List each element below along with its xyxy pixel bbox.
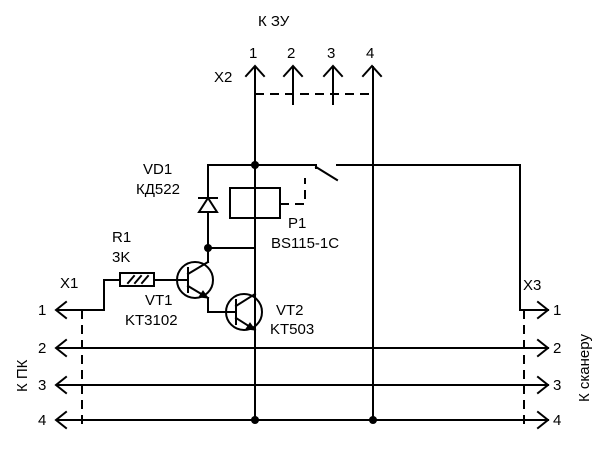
relay-p1: P1 BS115-1C [207,164,521,311]
resistor-hatch-3 [140,274,150,285]
x3-pin-4-label: 4 [553,412,561,429]
vt2-ref-label: VT2 [276,302,304,319]
r1-value-label: 3K [112,249,130,266]
x3-pin-2-contact [536,338,550,358]
resistor-r1: R1 3K [103,229,155,311]
x3-ref-label: X3 [523,277,541,294]
x2-pin-2-label: 2 [287,45,295,62]
vt2-collector [234,292,257,308]
transistor-vt2: VT2 KT503 [224,292,314,338]
x1-pin-1-contact [54,300,68,320]
junction-dot [369,416,377,424]
relay-mechanical-link [280,178,306,205]
diode-vd1: VD1 КД522 [136,161,256,249]
vt1-ref-label: VT1 [145,292,173,309]
diode-symbol [197,196,219,213]
x1-pin-3-label: 3 [38,377,46,394]
resistor-hatch-1 [126,274,136,285]
transistor-vt1: VT1 KT3102 [125,247,226,329]
x2-pin-4-label: 4 [366,45,374,62]
junction-dot [251,161,259,169]
connector-x3: X3 1 2 3 4 К сканеру [523,277,593,430]
x3-pin-3-contact [536,375,550,395]
p1-ref-label: P1 [288,215,306,232]
connector-x1: X1 1 2 3 4 К ПК [14,275,83,430]
relay-contact-arm [314,165,339,182]
vt2-emitter-arrow [245,322,257,331]
vt1-collector [186,260,210,276]
pc-connector-title: К ПК [14,359,31,392]
x2-pin-1-label: 1 [249,45,257,62]
junction-dot [251,416,259,424]
x3-pin-4-contact [536,410,550,430]
x2-pin-3-label: 3 [327,45,335,62]
x1-pin-2-contact [54,338,68,358]
x1-pin-4-contact [54,410,68,430]
x1-ref-label: X1 [60,275,78,292]
vt1-emitter-arrow [198,290,210,299]
junction-dot [204,244,212,252]
vt2-part-label: KT503 [270,321,314,338]
x1-pin-3-contact [54,375,68,395]
p1-part-label: BS115-1C [271,235,339,252]
x3-pin-1-contact [536,300,550,320]
x2-ref-label: X2 [214,69,232,86]
r1-ref-label: R1 [112,229,131,246]
connector-x2: К ЗУ X2 1 2 3 4 [214,13,383,105]
vd1-ref-label: VD1 [143,161,172,178]
scanner-connector-title: К сканеру [576,334,593,402]
x1-pin-4-label: 4 [38,412,46,429]
vd1-part-label: КД522 [136,181,180,198]
vt1-part-label: KT3102 [125,312,178,329]
x1-pin-2-label: 2 [38,340,46,357]
x3-pin-2-label: 2 [553,340,561,357]
charger-connector-title: К ЗУ [258,13,290,30]
x1-pin-1-label: 1 [38,302,46,319]
resistor-hatch-2 [133,274,143,285]
x3-pin-1-label: 1 [553,302,561,319]
x3-pin-3-label: 3 [553,377,561,394]
